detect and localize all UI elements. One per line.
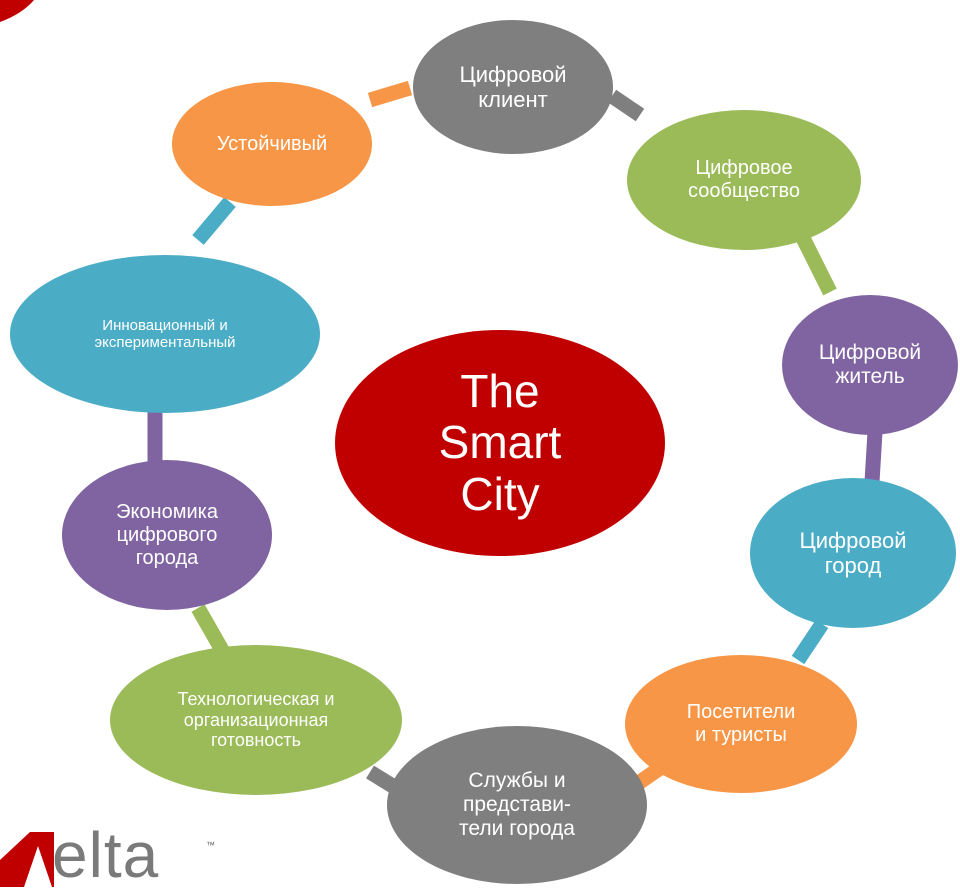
node-city-services: Службы и представи- тели города: [387, 726, 647, 884]
node-tech-readiness: Технологическая и организационная готовн…: [110, 645, 402, 795]
connector-3: [864, 431, 883, 483]
connector-1: [607, 89, 645, 122]
node-label: Устойчивый: [216, 132, 328, 155]
corner-swoosh-decoration: [0, 0, 34, 22]
center-circle: The Smart City: [335, 330, 665, 556]
node-label: Технологическая и организационная готовн…: [177, 688, 335, 751]
node-innovative: Инновационный и экспериментальный: [10, 255, 320, 413]
node-digital-community: Цифровое сообщество: [627, 110, 861, 250]
node-label: Цифровой клиент: [459, 61, 567, 112]
logo-trademark: ™: [206, 840, 215, 850]
node-digital-client: Цифровой клиент: [413, 20, 613, 154]
delta-logo: elta ™: [0, 819, 260, 891]
node-digital-city: Цифровой город: [750, 478, 956, 628]
node-label: Посетители и туристы: [686, 701, 796, 746]
node-digital-resident: Цифровой житель: [782, 295, 958, 435]
node-label: Цифровой житель: [818, 340, 922, 388]
node-visitors-tourists: Посетители и туристы: [625, 655, 857, 793]
connector-10: [367, 80, 413, 108]
delta-triangle-icon: [0, 832, 54, 887]
connector-7: [191, 604, 229, 654]
connector-4: [791, 619, 829, 665]
node-label: Службы и представи- тели города: [459, 768, 575, 841]
connector-2: [793, 228, 837, 296]
connector-9: [192, 197, 236, 245]
node-label: Цифровое сообщество: [688, 157, 800, 202]
node-digital-economy: Экономика цифрового города: [62, 460, 272, 610]
node-label: Инновационный и экспериментальный: [94, 316, 236, 351]
node-sustainable: Устойчивый: [172, 82, 372, 206]
logo-wordmark: elta: [52, 819, 160, 891]
center-label: The Smart City: [438, 364, 562, 520]
node-label: Экономика цифрового города: [116, 500, 218, 569]
node-label: Цифровой город: [799, 527, 907, 578]
